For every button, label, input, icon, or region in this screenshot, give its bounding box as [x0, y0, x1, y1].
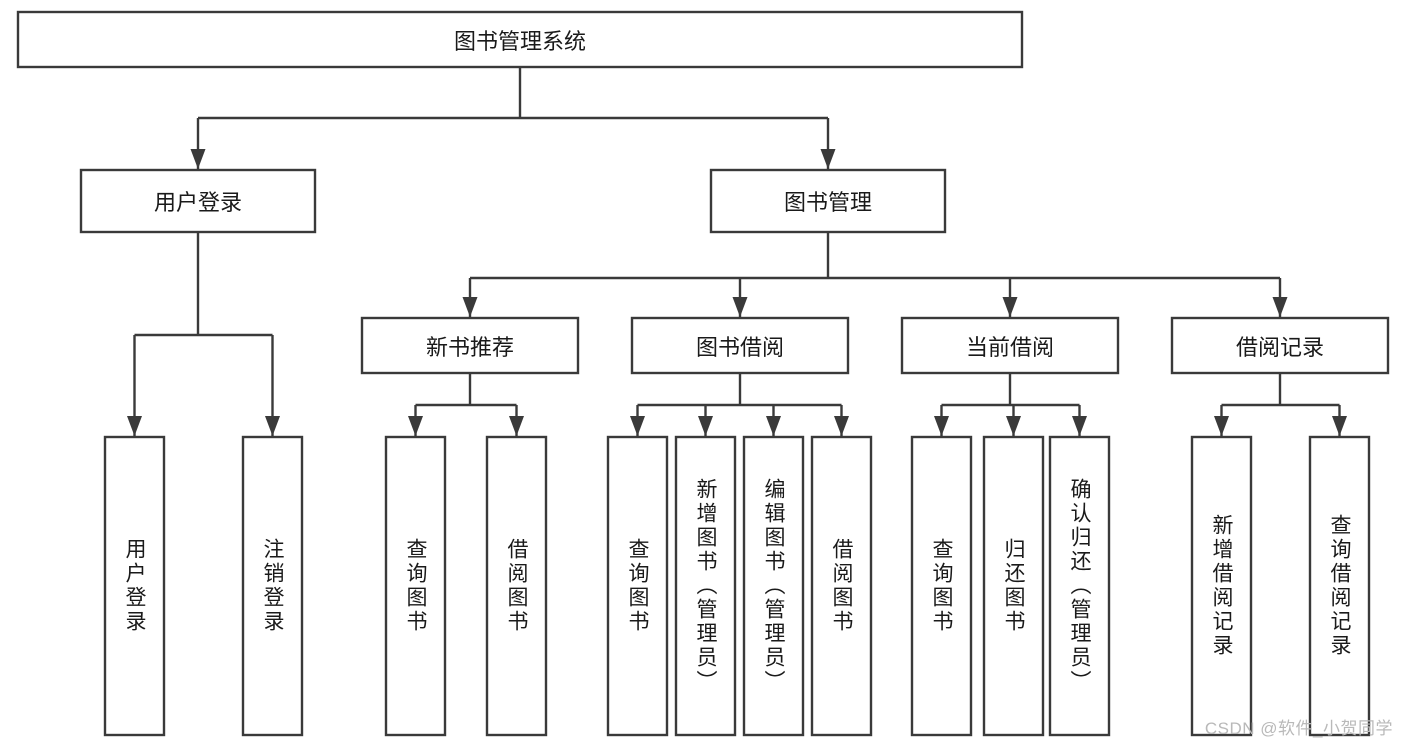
node-box-leaf-edit-book[interactable]	[742, 435, 805, 737]
arrow-head-icon	[1072, 416, 1087, 436]
watermark-text: CSDN @软件_小贺同学	[1204, 719, 1393, 738]
node-box-leaf-confirm-return[interactable]	[1048, 435, 1111, 737]
arrow-head-icon	[698, 416, 713, 436]
node-box-leaf-query-book-3[interactable]	[910, 435, 973, 737]
node-box-leaf-add-record[interactable]	[1190, 435, 1253, 737]
node-box-leaf-query-book-1[interactable]	[384, 435, 447, 737]
node-box-root[interactable]	[16, 10, 1024, 69]
node-box-leaf-borrow-book-1[interactable]	[485, 435, 548, 737]
arrow-head-icon	[934, 416, 949, 436]
node-box-current-borrow[interactable]	[900, 316, 1120, 375]
arrow-head-icon	[462, 297, 478, 317]
node-box-leaf-query-book-2[interactable]	[606, 435, 669, 737]
node-box-leaf-user-login[interactable]	[103, 435, 166, 737]
arrow-head-icon	[630, 416, 645, 436]
node-box-leaf-user-logout[interactable]	[241, 435, 304, 737]
node-box-leaf-borrow-book-2[interactable]	[810, 435, 873, 737]
arrow-head-icon	[834, 416, 849, 436]
node-box-leaf-query-record[interactable]	[1308, 435, 1371, 737]
node-box-leaf-add-book[interactable]	[674, 435, 737, 737]
arrow-head-icon	[1006, 416, 1021, 436]
arrow-head-icon	[820, 149, 836, 169]
node-box-leaf-return-book[interactable]	[982, 435, 1045, 737]
node-box-borrow-record[interactable]	[1170, 316, 1390, 375]
arrow-head-icon	[127, 416, 142, 436]
node-box-user-login[interactable]	[79, 168, 317, 234]
arrow-head-icon	[408, 416, 423, 436]
arrow-head-icon	[1214, 416, 1229, 436]
arrow-head-icon	[1332, 416, 1347, 436]
edges-layer	[127, 67, 1347, 436]
arrow-head-icon	[766, 416, 781, 436]
arrow-head-icon	[732, 297, 748, 317]
arrow-head-icon	[509, 416, 524, 436]
node-box-new-book-rec[interactable]	[360, 316, 580, 375]
node-box-book-manage[interactable]	[709, 168, 947, 234]
boxes-layer	[16, 10, 1390, 737]
arrow-head-icon	[1272, 297, 1288, 317]
node-box-book-borrow[interactable]	[630, 316, 850, 375]
arrow-head-icon	[190, 149, 206, 169]
arrow-head-icon	[265, 416, 280, 436]
arrow-head-icon	[1002, 297, 1018, 317]
